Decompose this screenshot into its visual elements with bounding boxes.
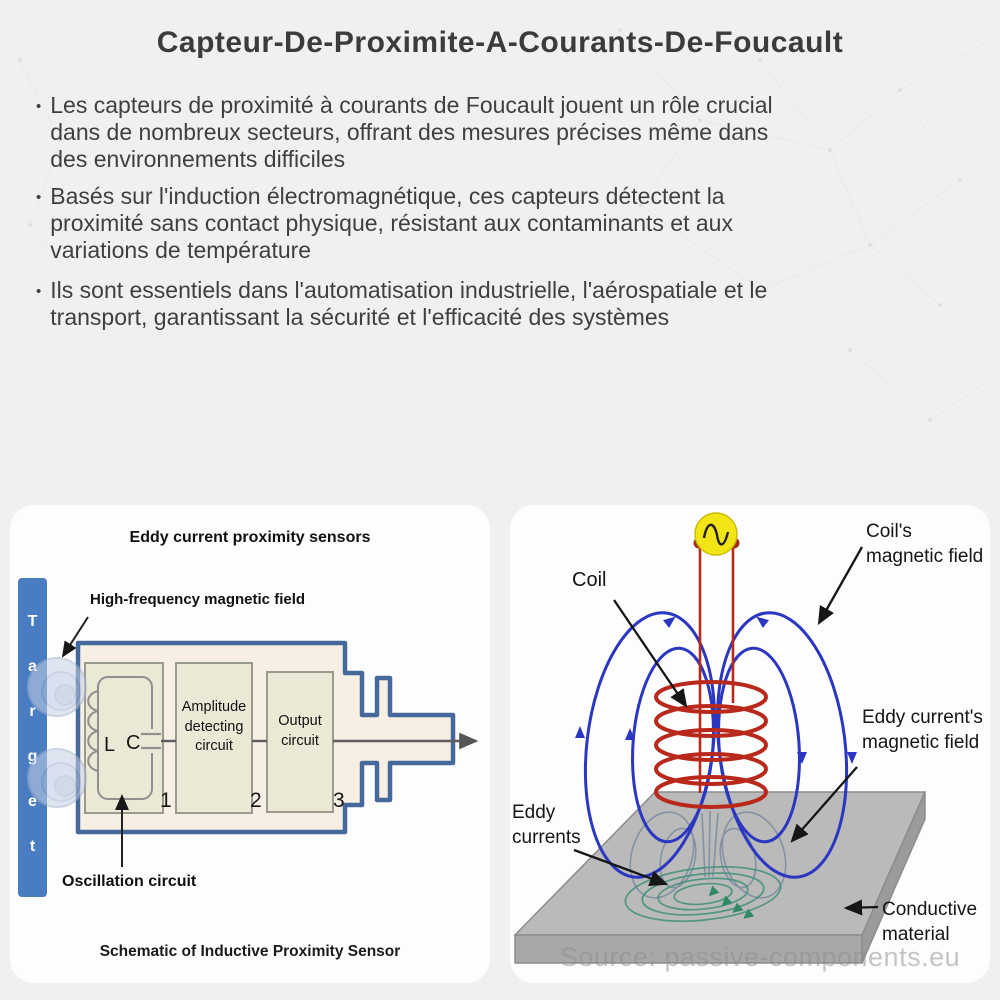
- ac-source-icon: [693, 512, 740, 556]
- target-letter: T: [27, 613, 38, 630]
- bullet-line: proximité sans contact physique, résista…: [50, 210, 733, 236]
- coil-field-arrows: [575, 616, 857, 764]
- bullet-list: • Les capteurs de proximité à courants d…: [36, 92, 970, 341]
- bullet-text: Les capteurs de proximité à courants de …: [50, 92, 772, 173]
- output-circuit-label: Output circuit: [278, 713, 322, 749]
- bullet-marker: •: [36, 189, 42, 206]
- eddy-currents-label: Eddy currents: [512, 802, 581, 849]
- high-frequency-field-label: High-frequency magnetic field: [90, 591, 306, 608]
- left-diagram-svg: L C 1 2 3: [27, 616, 479, 867]
- bullet-line: dans de nombreux secteurs, offrant des m…: [50, 119, 769, 145]
- right-diagram-svg: [513, 512, 927, 964]
- left-diagram-caption: Schematic of Inductive Proximity Sensor: [99, 943, 401, 960]
- coil-field-loops: [583, 611, 849, 879]
- target-letter: g: [27, 748, 38, 765]
- coil-field-label: Coil's magnetic field: [866, 521, 984, 568]
- eddy-current-spirals: [624, 866, 782, 922]
- amplitude-detecting-label: Amplitude detecting circuit: [181, 699, 247, 755]
- oscillation-circuit-label: Oscillation circuit: [62, 873, 197, 890]
- target-bar: T a r g e t: [18, 578, 47, 897]
- sensor-body: [75, 640, 456, 835]
- coil-winding: [654, 680, 768, 809]
- svg-text:C: C: [126, 732, 140, 754]
- target-letter: a: [28, 658, 37, 675]
- magnetic-field-lobes: [27, 657, 87, 808]
- right-diagram-panel: Coil Coil's magnetic field Eddy current'…: [510, 505, 990, 983]
- left-diagram-panel: T a r g e t: [10, 505, 490, 983]
- eddy-field-loops: [629, 810, 787, 899]
- left-diagram-title: Eddy current proximity sensors: [129, 529, 371, 546]
- coil-label: Coil: [572, 569, 607, 591]
- bullet-text: Basés sur l'induction électromagnétique,…: [50, 183, 733, 264]
- bullet-marker: •: [36, 283, 42, 300]
- eddy-field-label: Eddy current's magnetic field: [862, 707, 983, 754]
- conductive-plate: [513, 791, 927, 964]
- bullet-line: Les capteurs de proximité à courants de …: [50, 92, 773, 118]
- conductive-material-label: Conductive material: [882, 899, 978, 946]
- label-arrows: [573, 546, 879, 916]
- target-letter: r: [29, 703, 36, 720]
- bullet-item: • Basés sur l'induction électromagnétiqu…: [36, 183, 970, 264]
- bullet-line: variations de température: [50, 237, 312, 263]
- page-title: Capteur-De-Proximite-A-Courants-De-Fouca…: [156, 26, 844, 59]
- bullet-text: Ils sont essentiels dans l'automatisatio…: [50, 277, 767, 331]
- bullet-item: • Ils sont essentiels dans l'automatisat…: [36, 277, 970, 331]
- bullet-item: • Les capteurs de proximité à courants d…: [36, 92, 970, 173]
- circuit-letters: L C 1 2 3: [104, 732, 345, 812]
- coil-wires: [698, 547, 735, 793]
- target-letter: e: [28, 793, 37, 810]
- svg-text:1: 1: [160, 789, 172, 812]
- bullet-line: transport, garantissant la sécurité et l…: [50, 304, 670, 330]
- label-arrows: [61, 616, 129, 867]
- bullet-line: Ils sont essentiels dans l'automatisatio…: [50, 277, 768, 303]
- source-watermark: Source: passive-components.eu: [559, 942, 961, 972]
- svg-text:3: 3: [333, 789, 345, 812]
- bullet-line: des environnements difficiles: [50, 146, 346, 172]
- bullet-marker: •: [36, 98, 42, 115]
- svg-text:2: 2: [250, 789, 262, 812]
- svg-text:L: L: [104, 734, 115, 756]
- target-letter: t: [29, 838, 36, 855]
- bullet-line: Basés sur l'induction électromagnétique,…: [50, 183, 725, 209]
